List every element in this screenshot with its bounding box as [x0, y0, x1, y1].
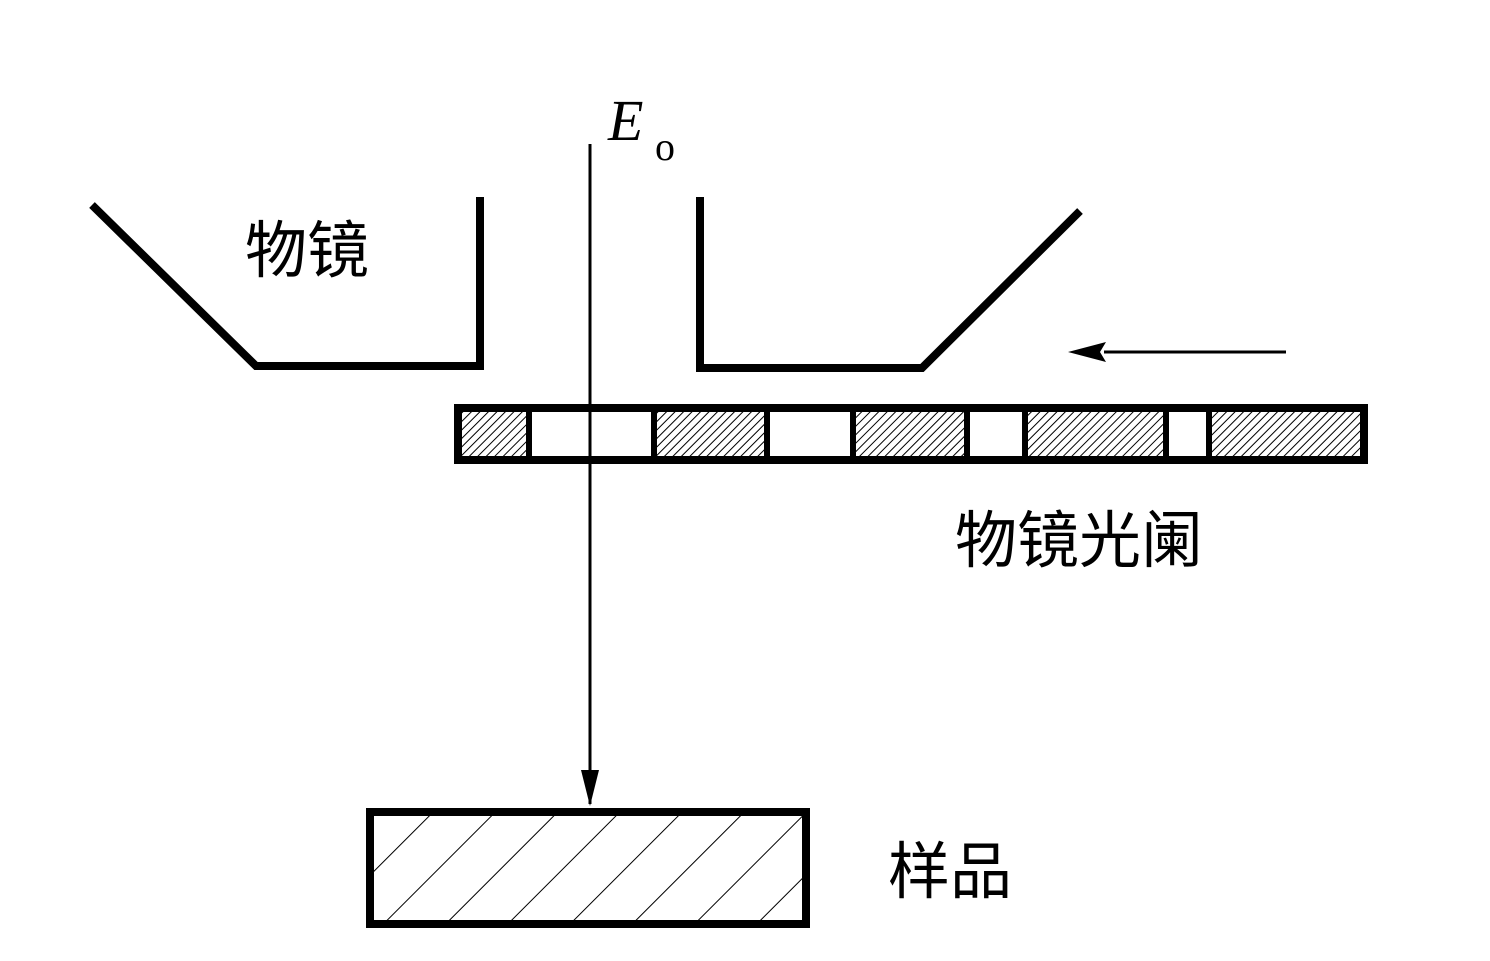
aperture-hole [967, 412, 1025, 456]
insertion-arrow-head [1068, 342, 1106, 362]
aperture-segments [462, 412, 1360, 456]
sample-block [366, 808, 810, 928]
sample [366, 808, 810, 928]
objective-lens-right-pole [696, 197, 1083, 372]
objective-lens [89, 197, 1083, 372]
insertion-arrow [1068, 342, 1286, 362]
aperture-blade [1025, 412, 1166, 456]
aperture-hole [1166, 412, 1209, 456]
sample-label: 样品 [888, 835, 1012, 908]
objective-lens-left-pole [89, 197, 484, 370]
objective-lens-label: 物镜 [245, 214, 369, 287]
aperture-blade [1209, 412, 1360, 456]
electron-beam-arrowhead [581, 770, 599, 806]
beam-label: E o [607, 88, 675, 169]
aperture-strip[interactable] [454, 404, 1368, 464]
aperture-hole [767, 412, 853, 456]
aperture-blade [462, 412, 529, 456]
aperture-blade [853, 412, 967, 456]
objective-aperture-label: 物镜光阑 [955, 504, 1203, 577]
beam-symbol: E [607, 88, 643, 153]
beam-subscript: o [655, 124, 675, 169]
aperture-blade [654, 412, 767, 456]
